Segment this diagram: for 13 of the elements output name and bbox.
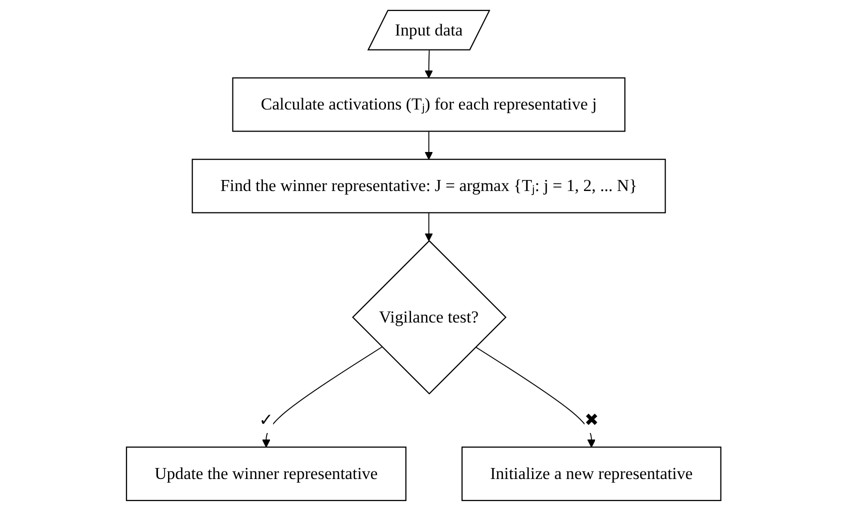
arrow [425,212,434,242]
arrow [425,50,434,78]
node-box [192,158,666,214]
node-diamond [352,240,507,395]
edge-label: ✖ [584,410,599,430]
arrow [262,346,383,448]
node-box [462,446,722,502]
node-box [232,77,626,132]
edge-label: ✓ [260,410,274,430]
arrow [475,346,596,448]
flowchart: ✓ ✖ Input data Calculate activations (Tⱼ) for each representative j Find the winner representative: J = argmax {Tⱼ: j = 1, 2, ... N} Vigilance test? Update the winner representative Initialize a new representative [119,3,729,508]
arrow [425,130,434,160]
node-box [126,446,407,502]
